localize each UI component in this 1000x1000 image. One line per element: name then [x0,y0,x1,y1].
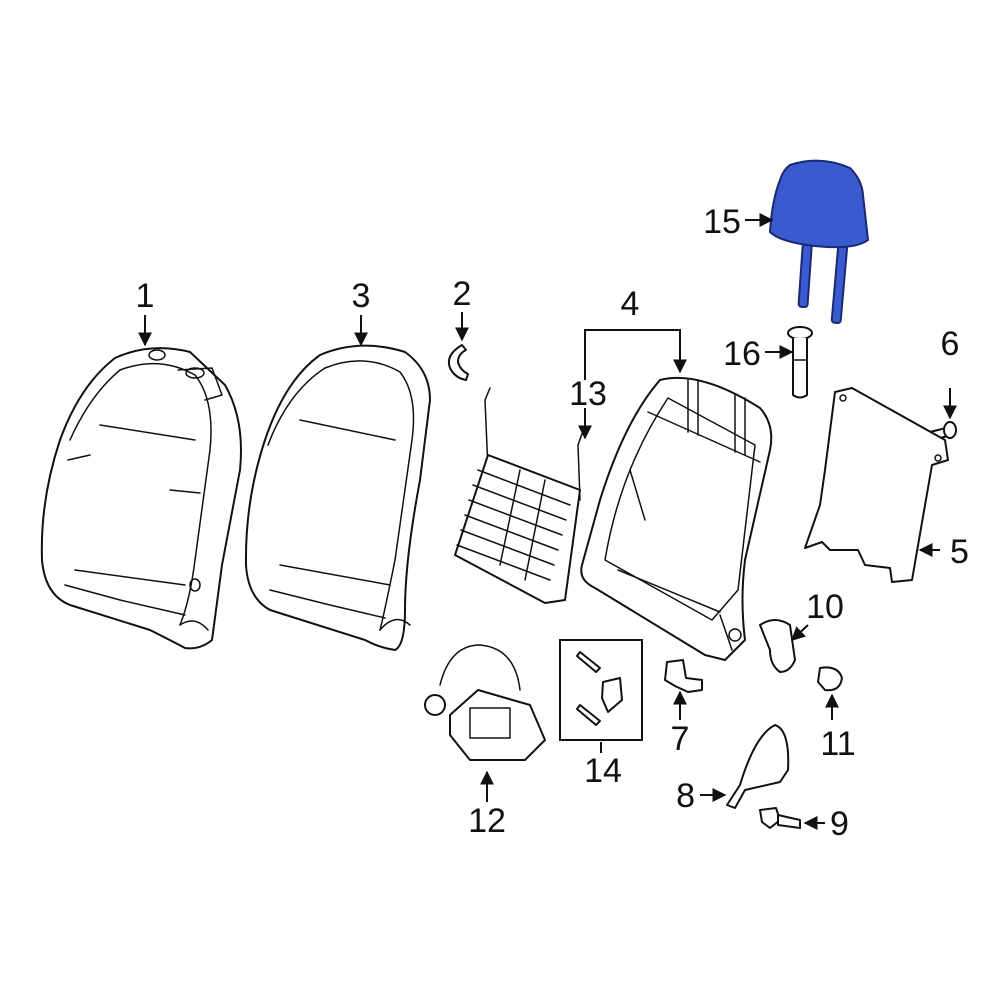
callout-1: 1 [136,277,155,315]
callout-16: 16 [723,335,761,373]
part-5-back-panel[interactable] [804,387,949,583]
callout-7: 7 [671,720,690,758]
headrest-post-right [830,242,849,325]
headrest-pad [768,159,870,249]
part-1-seat-back-cushion[interactable] [40,347,242,650]
callout-15: 15 [703,203,741,241]
leader-lines [138,213,957,830]
part-16-headrest-guide[interactable] [787,326,813,399]
headrest-post-left [797,238,813,309]
callout-13: 13 [569,375,607,413]
part-10-recliner-cover[interactable] [759,619,796,673]
part-15-headrest[interactable] [768,159,870,325]
part-12-lumbar-motor[interactable] [424,644,546,761]
callout-4: 4 [621,285,640,323]
callout-2: 2 [453,275,472,313]
part-4-seat-back-frame[interactable] [580,376,773,661]
part-8-side-shield[interactable] [726,724,790,809]
part-9-screw[interactable] [759,807,801,829]
callout-6: 6 [941,325,960,363]
part-2-clip[interactable] [447,344,469,381]
callout-11: 11 [820,725,855,763]
callout-10: 10 [806,588,844,626]
callout-8: 8 [676,777,695,815]
part-11-cap[interactable] [817,666,843,692]
callout-9: 9 [830,805,849,843]
part-13-lumbar-support-grid[interactable] [454,387,585,604]
callout-12: 12 [468,802,506,840]
callout-3: 3 [352,277,371,315]
part-3-seat-back-cover[interactable] [244,344,431,651]
callout-5: 5 [950,533,969,571]
callout-labels: 1 2 3 4 5 6 7 8 9 10 11 12 13 14 15 16 [136,203,969,843]
callout-14: 14 [584,752,622,790]
part-14-hardware-kit[interactable] [559,639,643,741]
part-7-bracket[interactable] [664,659,703,693]
